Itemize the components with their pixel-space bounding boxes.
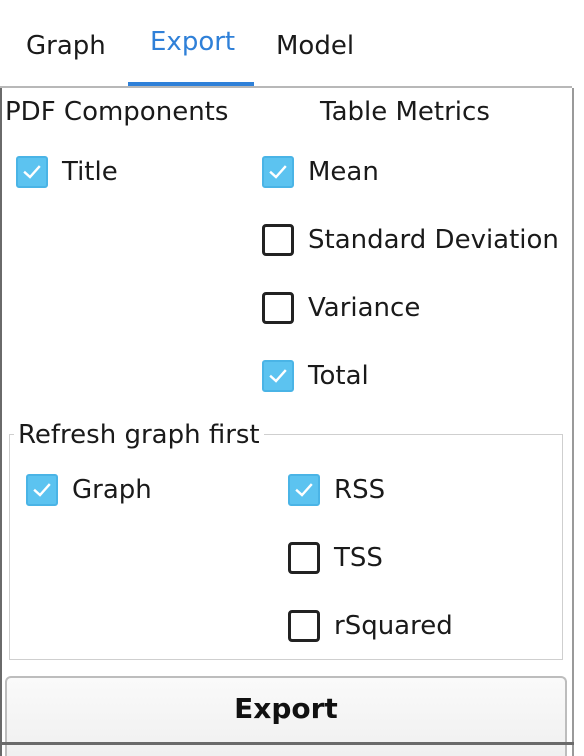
table-metrics-heading: Table Metrics (320, 97, 490, 127)
checkbox-variance-label: Variance (308, 293, 421, 323)
checkmark-icon (269, 165, 287, 179)
checkbox-graph-box[interactable] (26, 474, 58, 506)
refresh-graph-groupbox (9, 434, 563, 660)
pdf-components-heading: PDF Components (5, 97, 229, 127)
checkbox-rsquared[interactable]: rSquared (288, 606, 453, 646)
checkbox-total[interactable]: Total (262, 356, 369, 396)
checkbox-title[interactable]: Title (16, 152, 118, 192)
export-button-label: Export (234, 692, 338, 725)
checkbox-mean-box[interactable] (262, 156, 294, 188)
checkbox-total-label: Total (308, 361, 369, 391)
refresh-graph-title: Refresh graph first (14, 418, 264, 452)
checkbox-total-box[interactable] (262, 360, 294, 392)
checkbox-standard-deviation[interactable]: Standard Deviation (262, 220, 559, 260)
checkbox-rss-label: RSS (334, 475, 386, 505)
checkmark-icon (33, 483, 51, 497)
checkbox-rss[interactable]: RSS (288, 470, 385, 510)
tab-divider (0, 86, 572, 88)
checkbox-variance[interactable]: Variance (262, 288, 420, 328)
checkbox-rsquared-label: rSquared (334, 611, 453, 641)
checkbox-rsquared-box[interactable] (288, 610, 320, 642)
checkmark-icon (269, 369, 287, 383)
tab-bar: Graph Export Model (0, 0, 584, 88)
checkbox-tss[interactable]: TSS (288, 538, 383, 578)
checkbox-graph-label: Graph (72, 475, 152, 505)
checkbox-standard-deviation-label: Standard Deviation (308, 225, 559, 255)
checkbox-title-box[interactable] (16, 156, 48, 188)
tab-graph[interactable]: Graph (26, 31, 106, 61)
checkmark-icon (23, 165, 41, 179)
checkbox-variance-box[interactable] (262, 292, 294, 324)
frame-right-border (572, 88, 574, 756)
checkbox-title-label: Title (62, 157, 118, 187)
checkbox-mean[interactable]: Mean (262, 152, 379, 192)
checkbox-mean-label: Mean (308, 157, 379, 187)
checkmark-icon (295, 483, 313, 497)
checkbox-graph[interactable]: Graph (26, 470, 152, 510)
checkbox-standard-deviation-box[interactable] (262, 224, 294, 256)
tab-export[interactable]: Export (150, 27, 236, 57)
frame-left-border (0, 88, 2, 756)
checkbox-tss-label: TSS (334, 543, 383, 573)
frame-bottom-border (0, 742, 574, 745)
active-tab-indicator (128, 82, 254, 87)
checkbox-rss-box[interactable] (288, 474, 320, 506)
tab-model[interactable]: Model (276, 31, 355, 61)
checkbox-tss-box[interactable] (288, 542, 320, 574)
